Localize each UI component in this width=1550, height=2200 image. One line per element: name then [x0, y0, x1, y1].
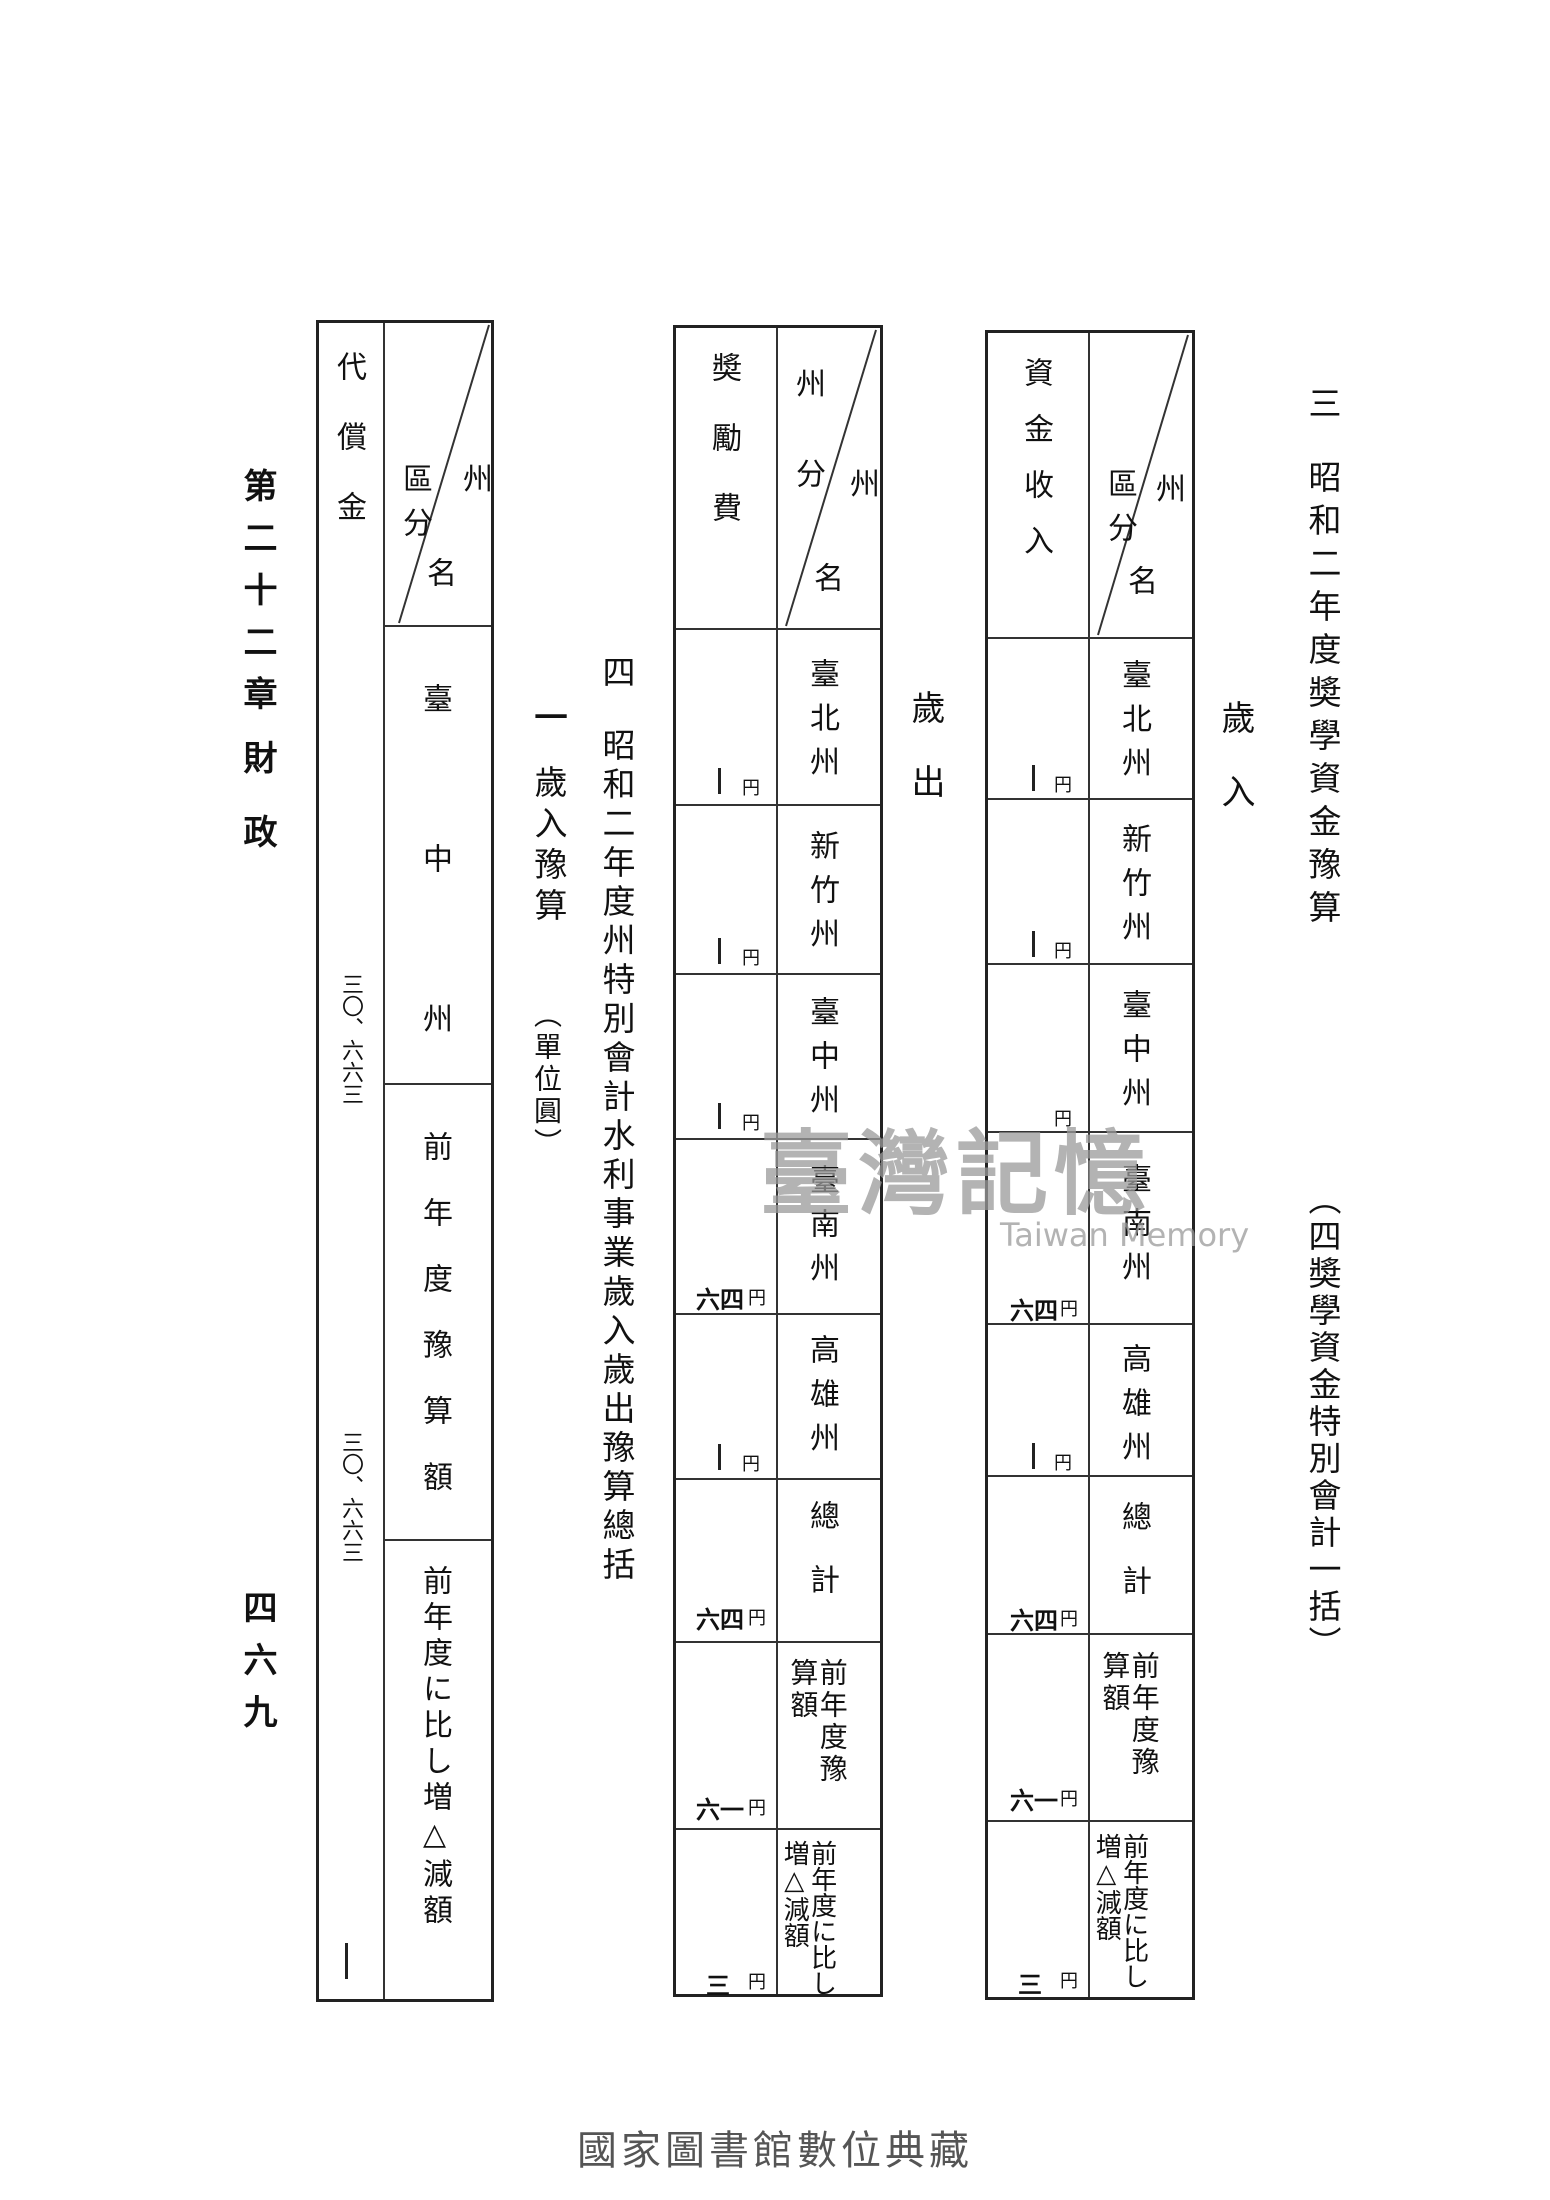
expenditure-unit-shinchiku: 円 — [742, 948, 760, 969]
expenditure-header-diagonal — [785, 329, 877, 627]
revenue-header-top: 州 — [1150, 473, 1185, 517]
revenue-col-taihoku: 臺北州 — [1116, 659, 1151, 791]
revenue-col-takao: 高雄州 — [1116, 1343, 1151, 1475]
expenditure-unit-total: 円 — [748, 1608, 766, 1629]
expenditure-unit-prev: 円 — [748, 1798, 766, 1819]
expenditure-val-change: 三 — [706, 1971, 730, 2000]
section4-title: 昭和二年度州特別會計水利事業歲入歲出豫算總括 — [597, 728, 636, 1586]
section4-sub-unit: （單位圓） — [530, 1000, 563, 1160]
suiri-val-change — [345, 1943, 348, 1979]
revenue-unit-shinchiku: 円 — [1054, 941, 1072, 962]
suiri-header-diagonal — [398, 324, 490, 624]
expenditure-table: 州 州分 名 奬勵費 臺北州 新竹州 臺中州 臺南州 高雄州 總計 前年度豫算額… — [673, 325, 883, 2000]
revenue-col-total: 總計 — [1116, 1501, 1151, 1629]
suiri-header-bot: 名 — [421, 557, 456, 601]
revenue-unit-tainan: 円 — [1060, 1299, 1078, 1320]
page-number: 四六九 — [237, 1590, 277, 1746]
section3-subtitle: （四奬學資金特別會計一括） — [1303, 1182, 1342, 1663]
expenditure-unit-change: 円 — [748, 1972, 766, 1993]
watermark-sub: Taiwan Memory — [1000, 1216, 1250, 1254]
expenditure-col-total: 總計 — [804, 1500, 839, 1628]
section4-number: 四 — [597, 655, 636, 698]
suiri-col-taichu: 臺中州 — [417, 683, 452, 1163]
expenditure-row-label: 奬勵費 — [706, 352, 741, 562]
revenue-val-prev: 六一 — [1010, 1786, 1058, 1815]
expenditure-val-total: 六四 — [696, 1605, 744, 1634]
revenue-label: 歲入 — [1215, 700, 1255, 848]
revenue-unit-prev: 円 — [1060, 1789, 1078, 1810]
suiri-col-prev-budget: 前年度豫算額 — [417, 1131, 452, 1527]
expenditure-unit-taichu: 円 — [742, 1113, 760, 1134]
revenue-val-change: 三 — [1018, 1970, 1042, 1999]
suiri-val-taichu: 三〇、六六三 — [338, 973, 363, 1105]
expenditure-val-prev: 六一 — [696, 1795, 744, 1824]
section3-title: 昭和二年度奬學資金豫算 — [1303, 460, 1342, 933]
revenue-row-label: 資金收入 — [1018, 357, 1053, 581]
expenditure-val-takao — [718, 1444, 721, 1470]
expenditure-label: 歲出 — [905, 690, 945, 838]
suiri-val-prev: 三〇、六六三 — [338, 1431, 363, 1563]
expenditure-col-tainan: 臺南州 — [804, 1164, 839, 1296]
revenue-col-taichu: 臺中州 — [1116, 989, 1151, 1121]
revenue-unit-taichu: 円 — [1054, 1109, 1072, 1130]
expenditure-col-taihoku: 臺北州 — [804, 658, 839, 790]
revenue-unit-taihoku: 円 — [1054, 775, 1072, 796]
expenditure-unit-tainan: 円 — [748, 1288, 766, 1309]
revenue-val-taihoku — [1032, 765, 1035, 791]
running-head-subject: 財政 — [237, 740, 277, 888]
expenditure-col-taichu: 臺中州 — [804, 996, 839, 1128]
revenue-col-shinchiku: 新竹州 — [1116, 823, 1151, 955]
expenditure-unit-taihoku: 円 — [742, 778, 760, 799]
expenditure-unit-takao: 円 — [742, 1454, 760, 1475]
revenue-val-tainan: 六四 — [1010, 1296, 1058, 1325]
expenditure-header-mid: 州分 — [790, 368, 825, 548]
section4-sub-number: 一 — [529, 700, 568, 743]
revenue-unit-change: 円 — [1060, 1971, 1078, 1992]
revenue-val-total: 六四 — [1010, 1606, 1058, 1635]
expenditure-col-change: 前年度に比し増△減額 — [779, 1840, 837, 1996]
expenditure-col-shinchiku: 新竹州 — [804, 830, 839, 962]
section4-sub-title: 歲入豫算 — [529, 765, 568, 929]
revenue-col-change: 前年度に比し増△減額 — [1091, 1833, 1149, 1989]
revenue-header-diagonal — [1097, 334, 1189, 636]
revenue-header-mid: 區分 — [1102, 468, 1137, 556]
section3-number: 三 — [1303, 386, 1342, 429]
revenue-col-tainan: 臺南州 — [1116, 1163, 1151, 1295]
revenue-col-prev-budget: 前年度豫算額 — [1098, 1651, 1161, 1779]
revenue-unit-takao: 円 — [1054, 1453, 1072, 1474]
revenue-header-bot: 名 — [1122, 565, 1157, 609]
revenue-table: 州 區分 名 資金收入 臺北州 新竹州 臺中州 臺南州 高雄州 總計 前年度豫算… — [985, 330, 1195, 2000]
running-head-chapter: 第二十二章 — [237, 468, 277, 728]
expenditure-col-prev-budget: 前年度豫算額 — [786, 1658, 849, 1786]
watermark-main: 臺灣記憶 — [760, 1120, 1153, 1228]
revenue-unit-total: 円 — [1060, 1609, 1078, 1630]
expenditure-val-taichu — [718, 1103, 721, 1129]
revenue-val-shinchiku — [1032, 931, 1035, 957]
revenue-val-takao — [1032, 1443, 1035, 1469]
suiri-revenue-table: 州 區分 名 代償金 臺中州 前年度豫算額 前年度に比し増△減額 三〇、六六三 … — [316, 320, 494, 2002]
suiri-col-change: 前年度に比し増△減額 — [417, 1565, 452, 1930]
expenditure-header-top: 州 — [844, 468, 879, 512]
expenditure-val-taihoku — [718, 768, 721, 794]
suiri-header-top: 州 — [457, 463, 492, 507]
suiri-header-mid: 區分 — [397, 463, 432, 551]
expenditure-val-shinchiku — [718, 938, 721, 964]
expenditure-col-takao: 高雄州 — [804, 1334, 839, 1466]
footer-collection: 國家圖書館數位典藏 — [577, 2128, 973, 2174]
suiri-row-label: 代償金 — [331, 351, 366, 561]
expenditure-val-tainan: 六四 — [696, 1285, 744, 1314]
expenditure-header-bot: 名 — [808, 562, 843, 606]
